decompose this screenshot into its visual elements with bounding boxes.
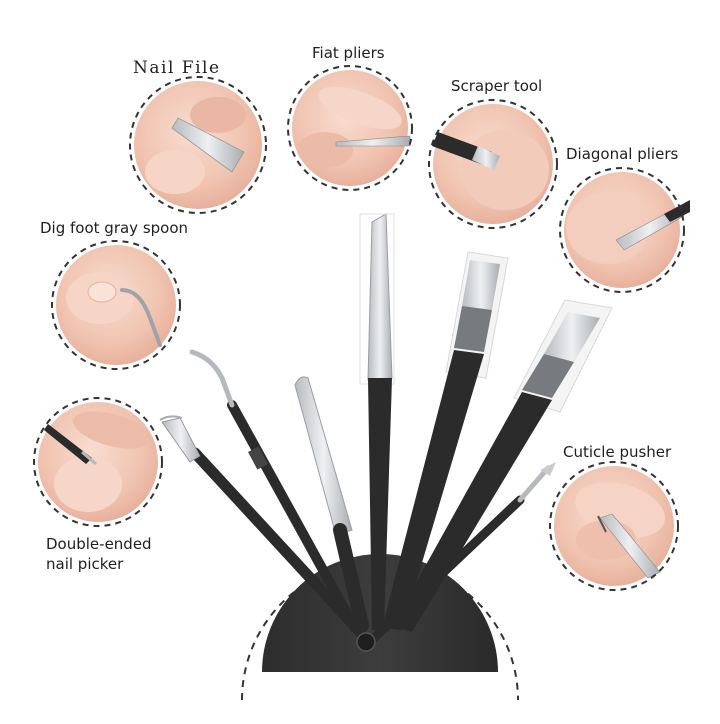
nail-file-tool — [294, 376, 369, 632]
label-double-ended-nail-picker: Double-ended nail picker — [46, 534, 176, 574]
double-ended-picker-tool — [159, 415, 366, 638]
cuticle-pusher-detail-circle — [549, 461, 679, 591]
dig-foot-spoon-tool — [189, 349, 360, 633]
nail-file-detail-circle — [129, 76, 267, 214]
cuticle-pusher-tool — [367, 462, 556, 645]
label-scraper-tool: Scraper tool — [451, 77, 543, 95]
blade-scraper-tool — [359, 213, 395, 630]
flat-pliers-tool — [382, 251, 509, 630]
label-dig-foot-gray-spoon: Dig foot gray spoon — [40, 219, 189, 237]
label-diagonal-pliers: Diagonal pliers — [566, 145, 679, 163]
label-double-ended-line1: Double-ended — [46, 535, 152, 553]
label-double-ended-line2: nail picker — [46, 555, 124, 573]
label-nail-file: Nail File — [133, 58, 221, 78]
stand-dashed-arc — [241, 561, 519, 701]
flat-pliers-detail-circle — [287, 65, 413, 191]
diagonal-pliers-tool — [392, 299, 613, 632]
pedicure-tools-fan-icon — [159, 213, 613, 652]
label-flat-pliers: Fiat pliers — [312, 44, 385, 62]
dig-foot-spoon-detail-circle — [51, 240, 181, 370]
scraper-detail-circle — [428, 99, 558, 229]
diagonal-pliers-detail-circle — [559, 167, 690, 293]
pivot-rivet-icon — [356, 632, 376, 652]
label-cuticle-pusher: Cuticle pusher — [563, 443, 672, 461]
double-ended-picker-detail-circle — [33, 397, 163, 527]
